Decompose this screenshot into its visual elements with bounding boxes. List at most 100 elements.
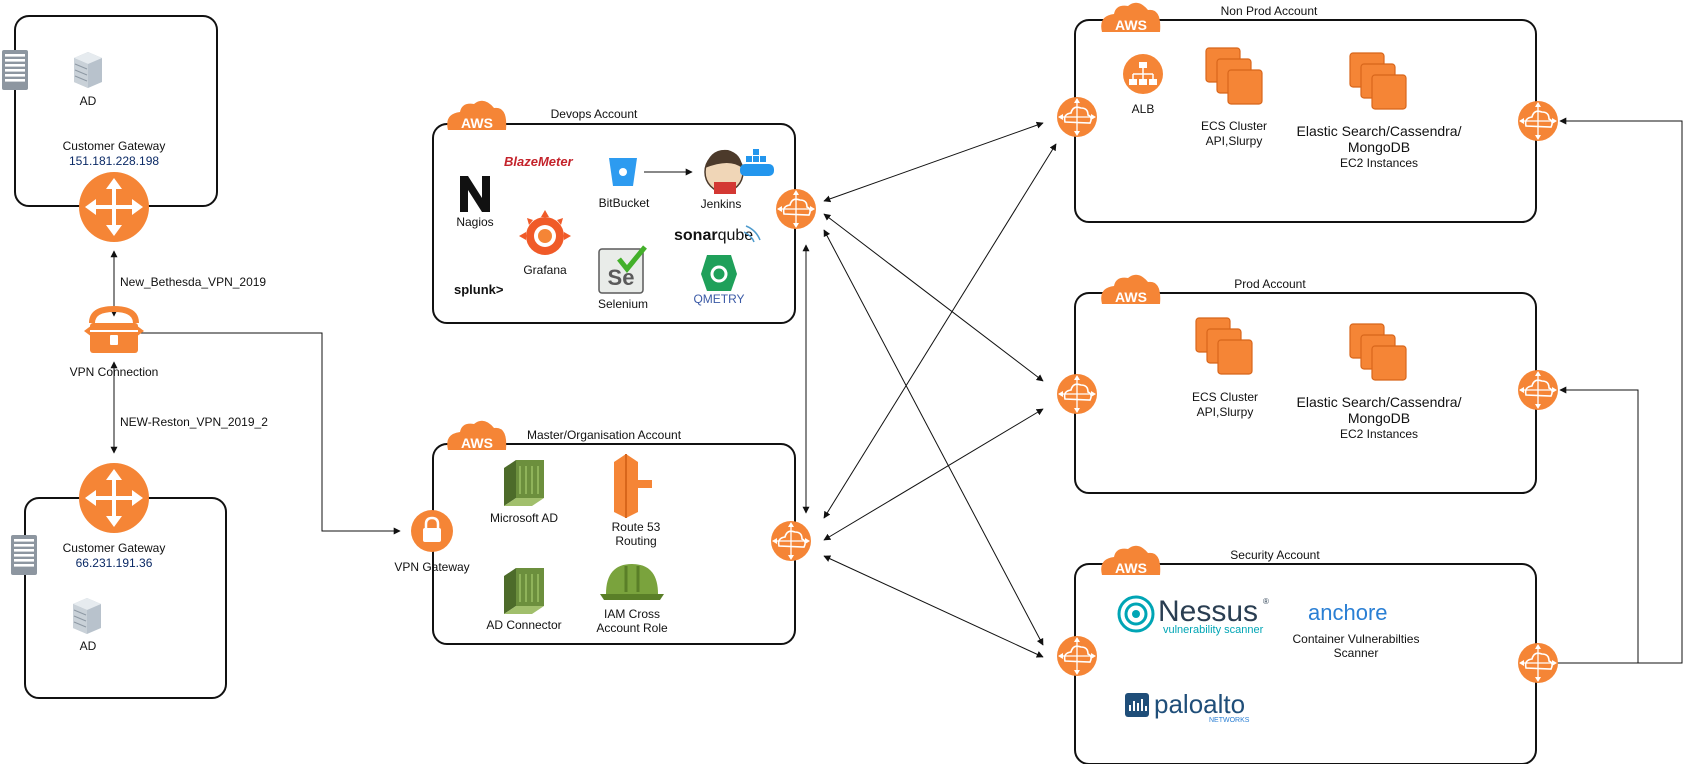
gateway-ip: 66.231.191.36 <box>76 556 153 570</box>
vpn-link-bottom-label: NEW-Reston_VPN_2019_2 <box>120 415 268 429</box>
anchore-label-line1: Container Vulnerabilties <box>1293 632 1420 646</box>
route53-label-line2: Routing <box>615 534 656 548</box>
iam-helmet-icon <box>600 564 664 600</box>
grafana-icon <box>519 210 571 255</box>
paloalto-logo: paloalto <box>1154 689 1245 719</box>
nessus-subtitle: vulnerability scanner <box>1163 624 1264 636</box>
ec2-instances-label: EC2 Instances <box>1340 427 1418 441</box>
ad-connector-icon <box>503 567 545 615</box>
devops-prod-link <box>823 213 1044 382</box>
vpn-link-top-label: New_Bethesda_VPN_2019 <box>120 275 266 289</box>
master-account-title: Master/Organisation Account <box>527 428 682 442</box>
microsoft-ad-icon <box>503 459 545 507</box>
devops-router-icon[interactable] <box>775 188 817 230</box>
paloalto-subtitle: NETWORKS <box>1209 717 1250 724</box>
nessus-registered-mark: ® <box>1263 597 1269 606</box>
microsoft-ad-label: Microsoft AD <box>490 511 558 525</box>
ecs-cluster-label-line2: API,Slurpy <box>1206 134 1263 148</box>
nonprod-account: AWS Non Prod Account ALB ECS Cluster API… <box>1056 2 1559 223</box>
customer-gateway-router-icon[interactable] <box>79 172 149 242</box>
security-account-box <box>1074 563 1537 764</box>
qmetry-label: QMETRY <box>693 292 744 306</box>
ad-connector-label: AD Connector <box>486 618 561 632</box>
prod-router-left-icon[interactable] <box>1056 373 1098 415</box>
aws-badge-text: AWS <box>1115 17 1147 33</box>
building-icon <box>11 535 37 575</box>
customer-gateway-router-icon[interactable] <box>79 463 149 533</box>
server-icon <box>73 51 103 89</box>
devops-account-title: Devops Account <box>551 107 638 121</box>
route53-label-line1: Route 53 <box>612 520 661 534</box>
jenkins-icon <box>704 149 774 194</box>
vpn-to-gateway-line <box>140 332 401 535</box>
vpn-gateway-icon[interactable] <box>411 510 453 552</box>
nonprod-router-right-icon[interactable] <box>1517 100 1559 142</box>
aws-cloud-icon: AWS <box>1101 545 1161 576</box>
iam-label-line2: Account Role <box>596 621 668 635</box>
splunk-logo: splunk> <box>454 282 504 297</box>
aws-cloud-icon: AWS <box>447 100 507 131</box>
security-router-left-icon[interactable] <box>1056 635 1098 677</box>
connection-lines <box>110 117 1683 664</box>
ad-label: AD <box>80 639 97 653</box>
prod-account-box <box>1074 292 1537 494</box>
paloalto-icon <box>1125 693 1149 717</box>
gateway-label: Customer Gateway <box>63 139 166 153</box>
security-account-title: Security Account <box>1230 548 1320 562</box>
nonprod-router-left-icon[interactable] <box>1056 96 1098 138</box>
nagios-icon <box>460 176 490 212</box>
selenium-label: Selenium <box>598 297 648 311</box>
elastic-search-label-line2: MongoDB <box>1348 139 1410 155</box>
nessus-icon <box>1117 595 1155 633</box>
sonarqube-waves-icon <box>743 225 761 243</box>
building-icon <box>2 50 28 90</box>
nessus-logo: Nessus <box>1158 595 1258 628</box>
aws-cloud-icon: AWS <box>1101 274 1161 305</box>
aws-badge-text: AWS <box>461 435 493 451</box>
blazemeter-logo: BlazeMeter <box>504 154 574 169</box>
sonarqube-logo: sonarqube <box>674 227 753 244</box>
gateway-label: Customer Gateway <box>63 541 166 555</box>
jenkins-label: Jenkins <box>701 197 742 211</box>
grafana-label: Grafana <box>523 263 567 277</box>
nonprod-account-title: Non Prod Account <box>1221 4 1318 18</box>
prod-router-right-icon[interactable] <box>1517 369 1559 411</box>
devops-nonprod-link <box>823 121 1044 203</box>
ad-label: AD <box>80 94 97 108</box>
devops-account: AWS Devops Account BlazeMeter Nagios Bit… <box>432 100 817 324</box>
anchore-label-line2: Scanner <box>1334 646 1379 660</box>
ec2-instances-label: EC2 Instances <box>1340 156 1418 170</box>
vpn-gateway-label: VPN Gateway <box>394 560 469 574</box>
server-icon <box>72 597 102 635</box>
devops-security-link <box>823 229 1044 646</box>
bitbucket-label: BitBucket <box>599 196 650 210</box>
vpn-connection-icon[interactable] <box>84 305 144 353</box>
onprem-site-bottom: Customer Gateway 66.231.191.36 AD <box>11 463 227 699</box>
vpn-connection-label: VPN Connection <box>70 365 159 379</box>
aws-badge-text: AWS <box>1115 289 1147 305</box>
prod-account: AWS Prod Account ECS Cluster API,Slurpy … <box>1056 274 1559 494</box>
ecs-cluster-label-line1: ECS Cluster <box>1192 390 1258 404</box>
alb-label: ALB <box>1132 102 1155 116</box>
master-prod-link <box>823 408 1044 541</box>
master-account: AWS Master/Organisation Account Microsof… <box>394 420 812 645</box>
iam-label-line1: IAM Cross <box>604 607 660 621</box>
ecs-cluster-label-line1: ECS Cluster <box>1201 119 1267 133</box>
master-nonprod-link <box>823 143 1057 519</box>
alb-icon <box>1123 54 1163 94</box>
nonprod-account-box <box>1074 19 1537 223</box>
prod-account-title: Prod Account <box>1234 277 1306 291</box>
aws-badge-text: AWS <box>1115 560 1147 576</box>
anchore-logo: anchore <box>1308 600 1388 625</box>
security-router-right-icon[interactable] <box>1517 642 1559 684</box>
master-router-icon[interactable] <box>770 520 812 562</box>
nagios-label: Nagios <box>456 215 493 229</box>
qmetry-icon <box>701 255 737 291</box>
elastic-search-label-line1: Elastic Search/Cassendra/ <box>1297 123 1462 139</box>
security-to-prod-line <box>1554 386 1639 664</box>
security-account: AWS Security Account Nessus ® vulnerabil… <box>1056 545 1559 764</box>
master-security-link <box>823 555 1044 658</box>
selenium-icon: Se <box>598 245 647 294</box>
elastic-search-label-line1: Elastic Search/Cassendra/ <box>1297 394 1462 410</box>
